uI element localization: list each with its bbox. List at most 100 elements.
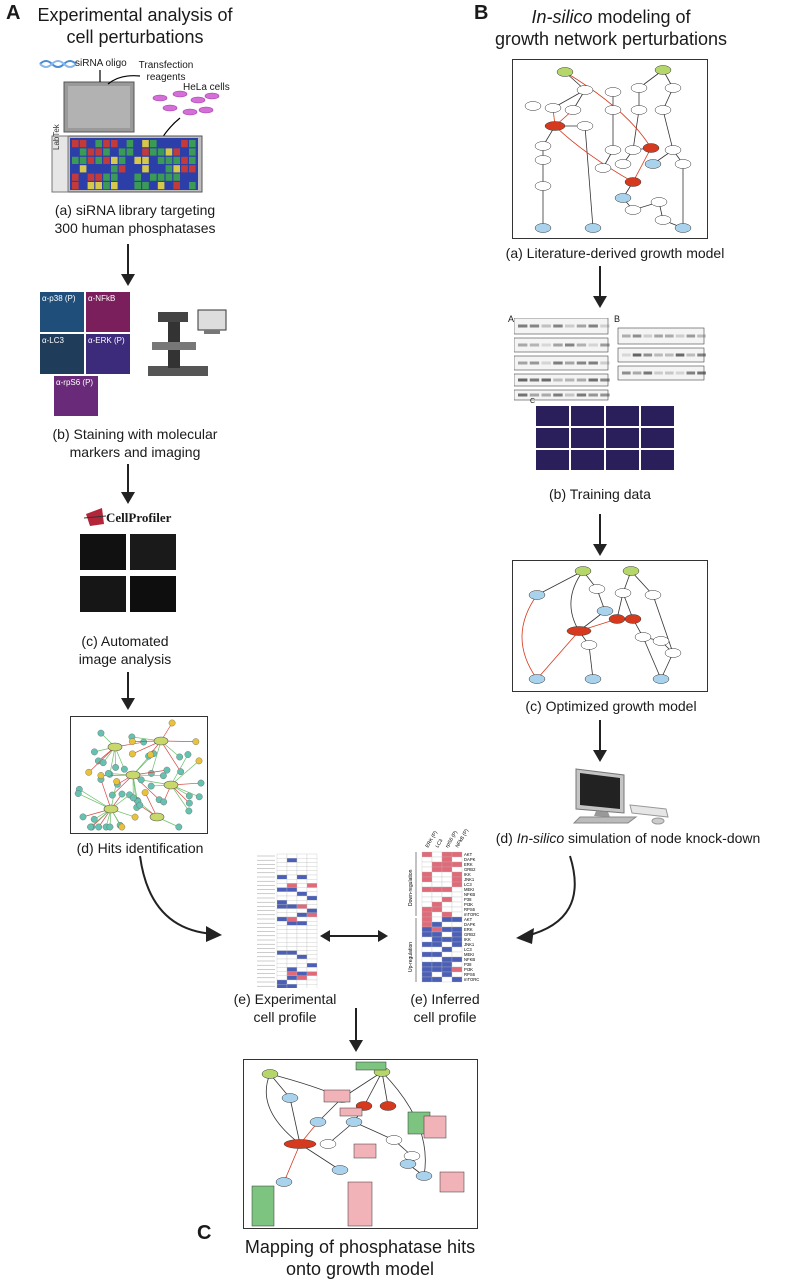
model-node [631,84,647,93]
b-step-b-caption: (b) Training data [520,485,680,503]
stain-rps6-label: α-rpS6 (P) [56,378,93,387]
heatmap-cell [287,972,297,976]
literature-model-frame [512,59,708,239]
heatmap-cell [307,875,317,879]
arrow-down-2 [118,464,138,506]
heatmap-cell [452,887,462,892]
heatmap-cell [422,897,432,902]
hit-box [354,1144,376,1158]
heatmap-cell [297,938,307,942]
blot-band [676,335,685,338]
blot-band [633,335,642,338]
labtek-well [95,182,102,189]
literature-model-graph [513,60,707,238]
heatmap-cell [287,896,297,900]
network-node [148,783,154,789]
blot-band [577,394,586,397]
experimental-profile-caption-line1: (e) Experimental [200,990,370,1008]
heatmap-cell [442,917,452,922]
heatmap-cell [422,937,432,942]
blot-letter-c: C [530,398,535,405]
heatmap-cell [452,862,462,867]
arrow-down-b1 [590,266,610,310]
model-node [525,102,541,111]
model-node [623,567,639,576]
heatmap-cell [442,957,452,962]
heatmap-cell [287,858,297,862]
heatmap-cell [432,867,442,872]
staining-images: α-p38 (P) α-NFkB α-LC3 α-ERK (P) α-rpS6 … [40,292,230,418]
labtek-well [103,165,110,172]
labtek-well [95,165,102,172]
stain-lc3-image: α-LC3 [40,334,84,374]
heatmap-cell [442,897,452,902]
heatmap-cell [452,892,462,897]
heatmap-cell [452,852,462,857]
heatmap-cell [287,909,297,913]
heatmap-cell [422,927,432,932]
panel-a-title-line2: cell perturbations [20,26,250,48]
panel-c-title-line1: Mapping of phosphatase hits [200,1236,520,1258]
network-node [113,778,119,784]
cp-image-3 [80,576,126,612]
cp-image-4 [130,576,176,612]
blot-band [589,325,598,328]
heatmap-cell [297,862,307,866]
labtek-well [158,182,165,189]
heatmap-cell [297,951,307,955]
model-node [262,1070,278,1079]
b-step-d-rest: simulation of node knock-down [564,830,760,846]
network-node [196,794,202,800]
heatmap-cell [422,952,432,957]
blot-band [542,325,551,328]
stain-rps6-image: α-rpS6 (P) [54,376,98,416]
inferred-profile-caption-line2: cell profile [380,1008,510,1026]
labtek-well [134,174,141,181]
heatmap-cell [442,887,452,892]
labtek-well [88,165,95,172]
model-node [535,156,551,165]
heatmap-cell [452,867,462,872]
heatmap-cell [307,862,317,866]
heatmap-cell [277,984,287,988]
labtek-well [103,140,110,147]
blot-band [530,394,539,397]
blot-band [542,379,551,382]
heatmap-cell [277,858,287,862]
heatmap-cell [287,867,297,871]
heatmap-cell [307,959,317,963]
heatmap-cell [307,883,317,887]
blot-band [633,372,642,375]
labtek-well [150,140,157,147]
labtek-label: LabTek [52,124,61,150]
blot-band [518,344,527,347]
heatmap-cell [307,984,317,988]
blot-band [589,379,598,382]
heatmap-cell [307,976,317,980]
model-node [653,637,669,646]
network-node [112,764,118,770]
heatmap-cell [297,871,307,875]
heatmap-cell [297,875,307,879]
heatmap-cell [277,917,287,921]
cellprofiler-screenshot: CellProfiler [76,506,186,614]
labtek-well [158,165,165,172]
heatmap-cell [432,957,442,962]
heatmap-cell [422,907,432,912]
labtek-well [72,148,79,155]
heatmap-cell [422,972,432,977]
model-node [625,206,641,215]
heatmap-cell [277,879,287,883]
experimental-profile-heatmap [257,848,323,988]
blot-band [687,372,696,375]
labtek-well [72,157,79,164]
blot-band [600,394,609,397]
blot-band [542,344,551,347]
labtek-well [88,148,95,155]
heatmap-cell [442,952,452,957]
model-node [609,615,625,624]
labtek-well [181,157,188,164]
hela-label: HeLa cells [183,82,230,94]
heatmap-cell [297,867,307,871]
training-image-grid [536,406,676,472]
